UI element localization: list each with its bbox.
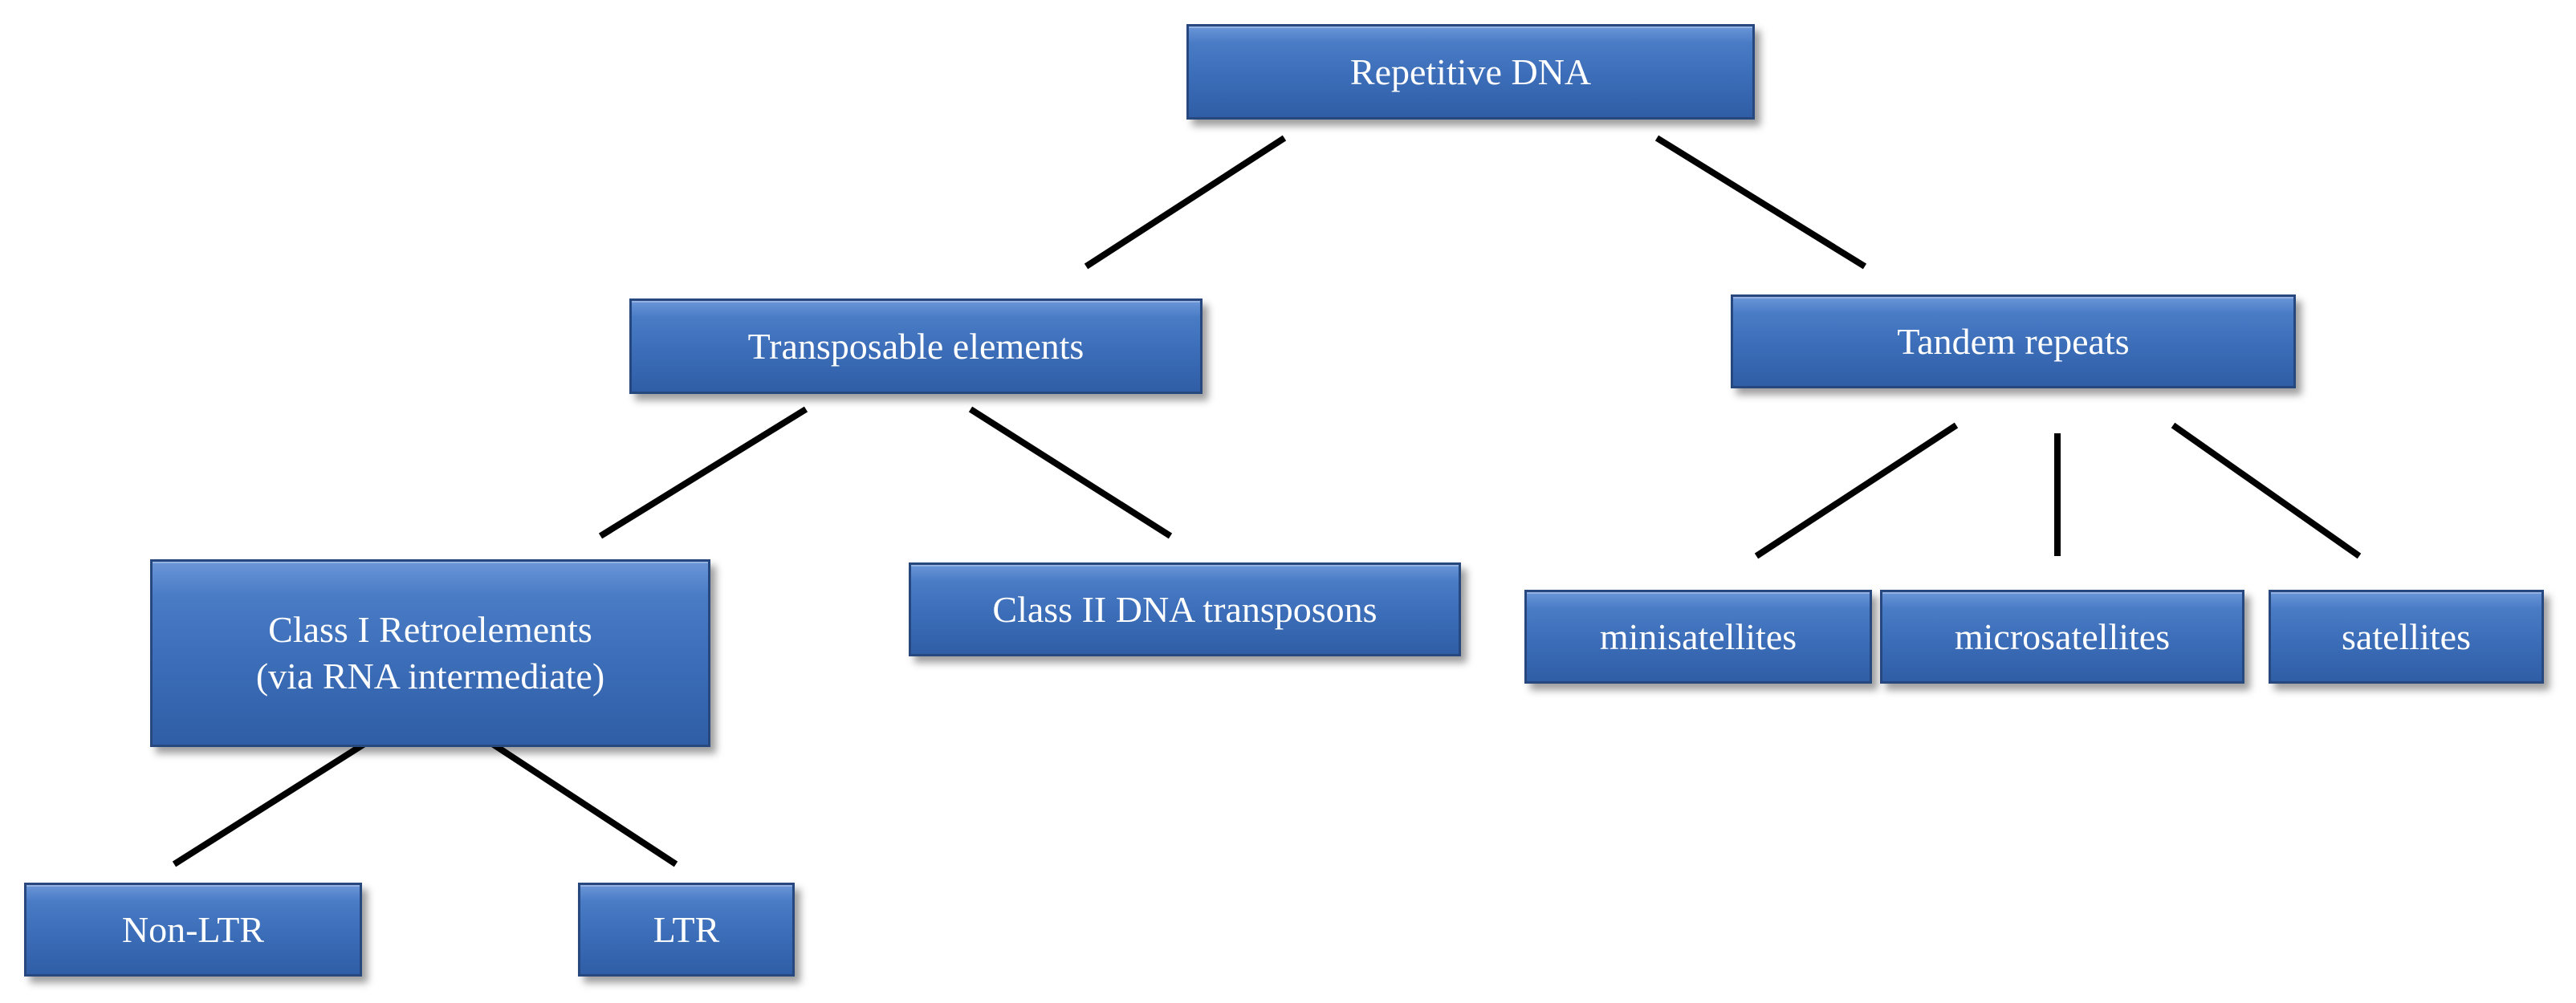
node-satellites: satellites [2269, 590, 2544, 684]
node-class-i-retroelements: Class I Retroelements (via RNA intermedi… [150, 559, 710, 747]
node-minisatellites: minisatellites [1524, 590, 1872, 684]
node-repetitive-dna: Repetitive DNA [1186, 24, 1755, 120]
node-ltr: LTR [578, 883, 795, 977]
connector-root-to-transposable [1084, 135, 1287, 270]
node-non-ltr: Non-LTR [24, 883, 362, 977]
node-transposable-elements: Transposable elements [629, 298, 1203, 394]
connector-class1-to-ltr [475, 731, 678, 867]
connector-tandem-to-minisatellites [1754, 422, 1959, 559]
node-tandem-repeats: Tandem repeats [1731, 294, 2296, 388]
connector-transposable-to-class1 [598, 406, 808, 539]
connector-tandem-to-satellites [2171, 422, 2362, 559]
node-microsatellites: microsatellites [1880, 590, 2244, 684]
connector-root-to-tandem [1654, 135, 1867, 270]
connector-class1-to-non-ltr [172, 731, 382, 867]
node-class-ii-dna-transposons: Class II DNA transposons [909, 562, 1461, 656]
connector-transposable-to-class2 [968, 406, 1173, 539]
